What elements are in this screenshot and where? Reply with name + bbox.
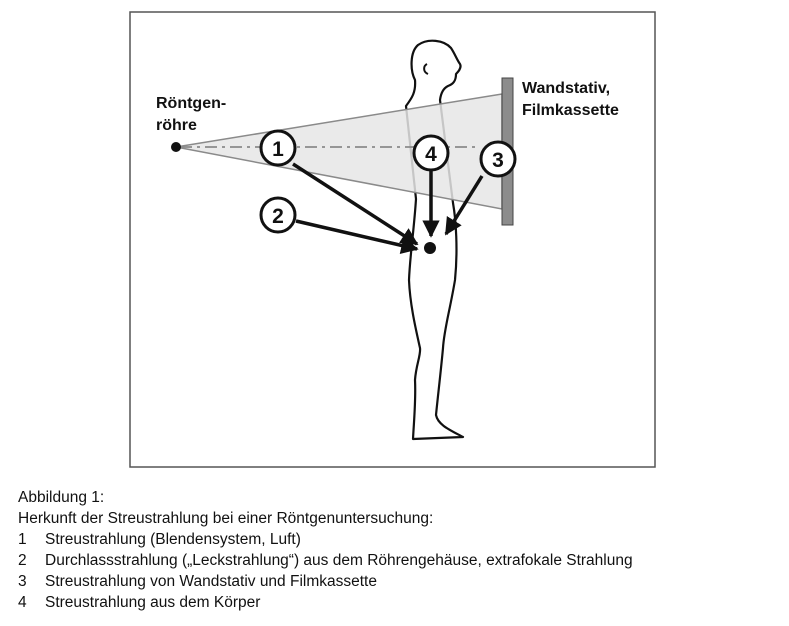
caption-title: Abbildung 1:	[18, 489, 105, 506]
marker-4: 4	[412, 134, 450, 172]
stand-label-line1: Wandstativ,	[522, 80, 610, 97]
svg-text:3: 3	[492, 149, 504, 172]
figure-frame	[129, 11, 656, 468]
caption-item: 2 Durchlassstrahlung („Leckstrahlung“) au…	[18, 550, 633, 571]
caption-item-number: 4	[18, 594, 27, 611]
caption-item-number: 2	[18, 552, 27, 569]
caption-item: 3 Streustrahlung von Wandstativ und Filmk…	[18, 571, 633, 592]
marker-3: 3	[479, 140, 517, 178]
svg-text:4: 4	[425, 143, 437, 166]
caption-item: 1 Streustrahlung (Blendensystem, Luft)	[18, 529, 633, 550]
arrow-2	[295, 219, 419, 254]
stand-label-line2: Filmkassette	[522, 102, 619, 119]
caption-item-text: Streustrahlung aus dem Körper	[45, 594, 261, 611]
caption-subtitle: Herkunft der Streustrahlung bei einer Rö…	[18, 510, 434, 527]
caption-item-text: Streustrahlung von Wandstativ und Filmka…	[45, 573, 377, 590]
caption-item-number: 1	[18, 531, 27, 548]
ear-detail	[423, 63, 429, 75]
figure-caption: Abbildung 1: Herkunft der Streustrahlung…	[18, 487, 633, 613]
x-ray-tube-focus	[171, 142, 181, 152]
caption-item-text: Durchlassstrahlung („Leckstrahlung“) aus…	[45, 552, 633, 569]
tube-label-line1: Röntgen-	[156, 95, 226, 112]
caption-item: 4 Streustrahlung aus dem Körper	[18, 592, 633, 613]
caption-item-number: 3	[18, 573, 27, 590]
arrow-1	[292, 162, 419, 246]
marker-2: 2	[259, 196, 297, 234]
marker-1: 1	[259, 129, 297, 167]
svg-text:1: 1	[272, 138, 284, 161]
svg-text:2: 2	[272, 205, 284, 228]
tube-label-line2: röhre	[156, 117, 197, 134]
scatter-radiation-diagram: 1 2 3 4 Röntgen- röhre Wandstativ, Filmk…	[129, 11, 656, 468]
arrow-3	[444, 175, 484, 236]
caption-item-text: Streustrahlung (Blendensystem, Luft)	[45, 531, 301, 548]
scatter-target-point	[424, 242, 436, 254]
